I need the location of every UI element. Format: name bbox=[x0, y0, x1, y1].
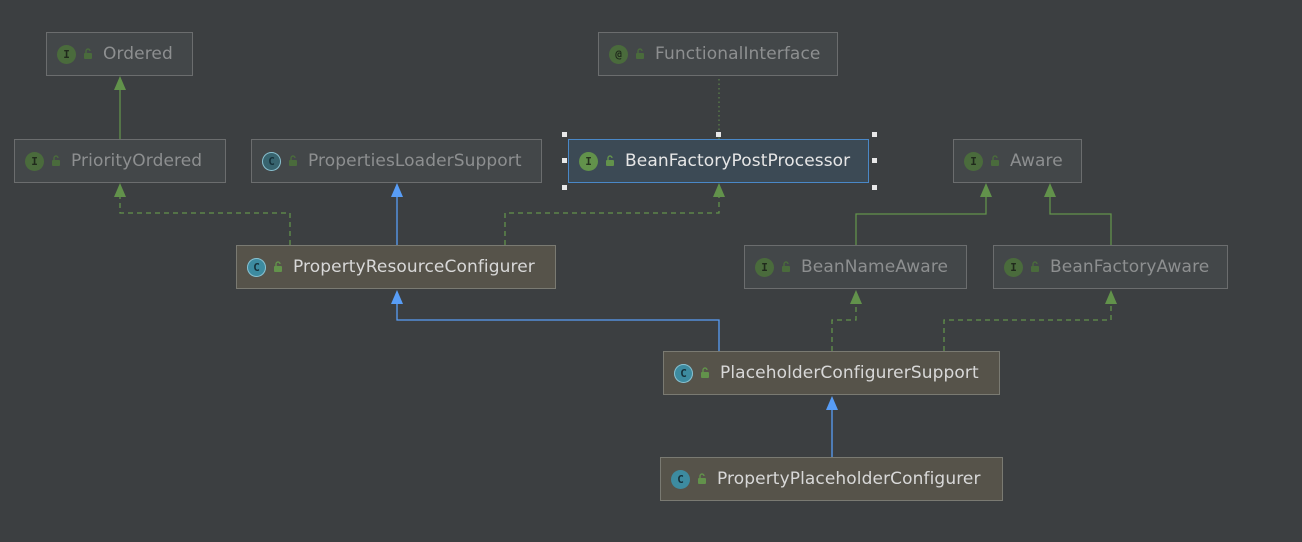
arrowhead bbox=[980, 183, 992, 197]
node-label: PropertyPlaceholderConfigurer bbox=[717, 469, 981, 489]
annotation-icon: @ bbox=[609, 44, 628, 64]
abstract-class-icon: C bbox=[262, 151, 281, 171]
public-lock-icon bbox=[636, 48, 644, 59]
class-icon: C bbox=[671, 469, 690, 489]
node-label: PlaceholderConfigurerSupport bbox=[720, 363, 979, 383]
selection-handle[interactable] bbox=[872, 132, 877, 137]
edge-placeholder-configurer-support-to-property-resource-configurer bbox=[396, 295, 720, 351]
node-bean-factory-post-processor[interactable]: I BeanFactoryPostProcessor bbox=[568, 139, 869, 183]
public-lock-icon bbox=[698, 473, 706, 484]
node-label: BeanNameAware bbox=[801, 257, 949, 277]
public-lock-icon bbox=[52, 155, 60, 166]
node-label: PropertyResourceConfigurer bbox=[293, 257, 535, 277]
node-label: FunctionalInterface bbox=[655, 44, 821, 64]
node-placeholder-configurer-support[interactable]: C PlaceholderConfigurerSupport bbox=[663, 351, 1000, 395]
abstract-class-icon: C bbox=[674, 363, 693, 383]
arrowhead bbox=[391, 183, 403, 197]
public-lock-icon bbox=[289, 155, 297, 166]
interface-icon: I bbox=[755, 257, 774, 277]
edge-placeholder-configurer-support-to-bean-name-aware bbox=[831, 295, 857, 351]
arrowhead bbox=[1044, 183, 1056, 197]
interface-icon: I bbox=[579, 151, 598, 171]
selection-handle[interactable] bbox=[872, 185, 877, 190]
node-functional-interface[interactable]: @ FunctionalInterface bbox=[598, 32, 838, 76]
public-lock-icon bbox=[701, 367, 709, 378]
interface-icon: I bbox=[57, 44, 76, 64]
node-label: PropertiesLoaderSupport bbox=[308, 151, 522, 171]
selection-handle[interactable] bbox=[716, 132, 721, 137]
node-label: Ordered bbox=[103, 44, 173, 64]
arrowhead bbox=[114, 183, 126, 197]
node-property-placeholder-configurer[interactable]: C PropertyPlaceholderConfigurer bbox=[660, 457, 1003, 501]
arrowhead bbox=[826, 396, 838, 410]
node-priority-ordered[interactable]: I PriorityOrdered bbox=[14, 139, 226, 183]
edge-bean-name-aware-to-aware bbox=[855, 188, 987, 245]
interface-icon: I bbox=[25, 151, 44, 171]
arrowhead bbox=[713, 183, 725, 197]
node-aware[interactable]: I Aware bbox=[953, 139, 1082, 183]
node-label: PriorityOrdered bbox=[71, 151, 203, 171]
abstract-class-icon: C bbox=[247, 257, 266, 277]
node-label: Aware bbox=[1010, 151, 1063, 171]
node-bean-name-aware[interactable]: I BeanNameAware bbox=[744, 245, 967, 289]
arrowhead bbox=[1105, 290, 1117, 304]
edge-property-resource-configurer-to-priority-ordered bbox=[119, 188, 291, 245]
node-properties-loader-support[interactable]: C PropertiesLoaderSupport bbox=[251, 139, 542, 183]
selection-handle[interactable] bbox=[872, 158, 877, 163]
interface-icon: I bbox=[1004, 257, 1023, 277]
node-label: BeanFactoryPostProcessor bbox=[625, 151, 851, 171]
node-bean-factory-aware[interactable]: I BeanFactoryAware bbox=[993, 245, 1228, 289]
interface-icon: I bbox=[964, 151, 983, 171]
selection-handle[interactable] bbox=[562, 185, 567, 190]
public-lock-icon bbox=[1031, 261, 1039, 272]
arrowhead bbox=[391, 290, 403, 304]
selection-handle[interactable] bbox=[562, 132, 567, 137]
arrowhead bbox=[850, 290, 862, 304]
node-ordered[interactable]: I Ordered bbox=[46, 32, 193, 76]
node-label: BeanFactoryAware bbox=[1050, 257, 1210, 277]
public-lock-icon bbox=[991, 155, 999, 166]
public-lock-icon bbox=[782, 261, 790, 272]
public-lock-icon bbox=[274, 261, 282, 272]
arrowhead bbox=[114, 76, 126, 90]
selection-handle[interactable] bbox=[562, 158, 567, 163]
edge-bean-factory-aware-to-aware bbox=[1049, 188, 1112, 245]
public-lock-icon bbox=[84, 48, 92, 59]
node-property-resource-configurer[interactable]: C PropertyResourceConfigurer bbox=[236, 245, 556, 289]
public-lock-icon bbox=[606, 155, 614, 166]
edge-property-resource-configurer-to-bean-factory-post-processor bbox=[504, 188, 720, 245]
edge-placeholder-configurer-support-to-bean-factory-aware bbox=[943, 295, 1112, 351]
